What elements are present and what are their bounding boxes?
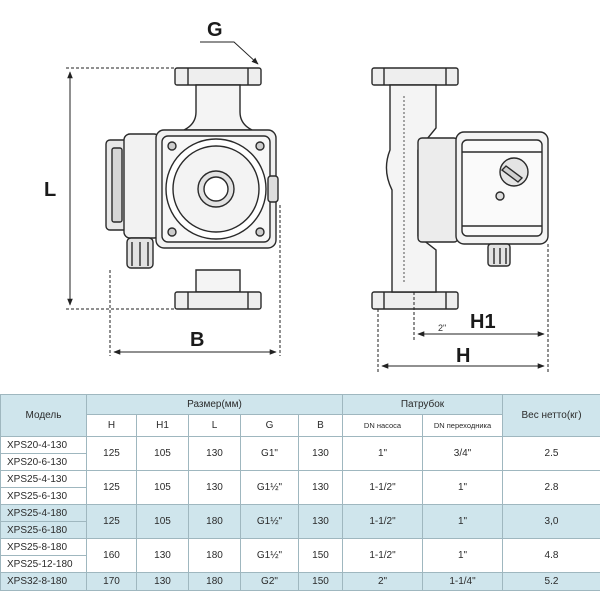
label-h: H bbox=[456, 345, 470, 367]
cell-h1: 105 bbox=[136, 504, 189, 539]
cell-g: G2" bbox=[240, 572, 299, 591]
cell-h1: 130 bbox=[136, 572, 189, 591]
cell-g: G1½" bbox=[240, 504, 299, 539]
cell-h: 125 bbox=[86, 436, 137, 471]
label-b: B bbox=[190, 329, 204, 351]
cell-dn-pump: 1-1/2" bbox=[342, 538, 423, 573]
model-cell: XPS25-6-180 bbox=[0, 521, 87, 539]
side-view bbox=[371, 67, 549, 310]
cell-h1: 130 bbox=[136, 538, 189, 573]
cell-l: 180 bbox=[188, 572, 241, 591]
header-model: Модель bbox=[0, 394, 87, 437]
cell-b: 130 bbox=[298, 436, 343, 471]
header-g: G bbox=[240, 414, 299, 437]
cell-h1: 105 bbox=[136, 470, 189, 505]
cell-h: 160 bbox=[86, 538, 137, 573]
header-pipe-group: Патрубок bbox=[342, 394, 503, 415]
header-h1: H1 bbox=[136, 414, 189, 437]
cell-dn-pump: 1-1/2" bbox=[342, 504, 423, 539]
label-inch-note: 2" bbox=[438, 323, 446, 333]
spec-table: Модель Размер(мм) Патрубок Вес нетто(кг)… bbox=[0, 394, 600, 591]
cell-g: G1" bbox=[240, 436, 299, 471]
model-cell: XPS25-4-180 bbox=[0, 504, 87, 522]
cell-weight: 3,0 bbox=[502, 504, 600, 539]
header-weight: Вес нетто(кг) bbox=[502, 394, 600, 437]
cell-dn-adapter: 1" bbox=[422, 470, 503, 505]
cell-h: 170 bbox=[86, 572, 137, 591]
cell-dn-adapter: 1" bbox=[422, 538, 503, 573]
cell-l: 130 bbox=[188, 470, 241, 505]
cell-dn-adapter: 1" bbox=[422, 504, 503, 539]
cell-dn-pump: 2" bbox=[342, 572, 423, 591]
header-size-group: Размер(мм) bbox=[86, 394, 343, 415]
pump-technical-drawing: G L B bbox=[44, 19, 549, 372]
cell-b: 130 bbox=[298, 470, 343, 505]
cell-b: 130 bbox=[298, 504, 343, 539]
model-cell: XPS25-6-130 bbox=[0, 487, 87, 505]
cell-h: 125 bbox=[86, 504, 137, 539]
model-cell: XPS25-12-180 bbox=[0, 555, 87, 573]
cell-dn-adapter: 3/4" bbox=[422, 436, 503, 471]
header-h: H bbox=[86, 414, 137, 437]
front-view bbox=[105, 67, 279, 310]
front-view-dimensions bbox=[66, 41, 281, 356]
model-cell: XPS25-8-180 bbox=[0, 538, 87, 556]
cell-h: 125 bbox=[86, 470, 137, 505]
cell-b: 150 bbox=[298, 538, 343, 573]
label-h1: H1 bbox=[470, 311, 496, 333]
cell-dn-pump: 1-1/2" bbox=[342, 470, 423, 505]
table-row: XPS20-4-130 125 105 130 G1" 130 1" 3/4" … bbox=[0, 436, 600, 471]
label-g: G bbox=[207, 19, 223, 41]
cell-l: 130 bbox=[188, 436, 241, 471]
cell-g: G1½" bbox=[240, 538, 299, 573]
cell-weight: 2.5 bbox=[502, 436, 600, 471]
model-cell: XPS32-8-180 bbox=[0, 572, 87, 591]
cell-b: 150 bbox=[298, 572, 343, 591]
table-row: XPS25-4-180 125 105 180 G1½" 130 1-1/2" … bbox=[0, 504, 600, 539]
table-row: XPS25-8-180 160 130 180 G1½" 150 1-1/2" … bbox=[0, 538, 600, 573]
model-cell: XPS25-4-130 bbox=[0, 470, 87, 488]
cell-dn-pump: 1" bbox=[342, 436, 423, 471]
model-cell: XPS20-6-130 bbox=[0, 453, 87, 471]
cell-dn-adapter: 1-1/4" bbox=[422, 572, 503, 591]
side-view-dimensions bbox=[377, 244, 549, 372]
label-l: L bbox=[44, 179, 56, 201]
table-row: XPS25-6-180 bbox=[0, 521, 600, 539]
cell-weight: 2.8 bbox=[502, 470, 600, 505]
cell-g: G1½" bbox=[240, 470, 299, 505]
cell-l: 180 bbox=[188, 504, 241, 539]
cell-weight: 5.2 bbox=[502, 572, 600, 591]
cell-l: 180 bbox=[188, 538, 241, 573]
header-b: B bbox=[298, 414, 343, 437]
cell-h1: 105 bbox=[136, 436, 189, 471]
header-dn-pump: DN насоса bbox=[342, 414, 423, 437]
header-dn-adapter: DN переходника bbox=[422, 414, 503, 437]
model-cell: XPS20-4-130 bbox=[0, 436, 87, 454]
header-l: L bbox=[188, 414, 241, 437]
table-row: XPS25-4-130 125 105 130 G1½" 130 1-1/2" … bbox=[0, 470, 600, 505]
table-row: XPS32-8-180 170 130 180 G2" 150 2" 1-1/4… bbox=[0, 572, 600, 591]
cell-weight: 4.8 bbox=[502, 538, 600, 573]
